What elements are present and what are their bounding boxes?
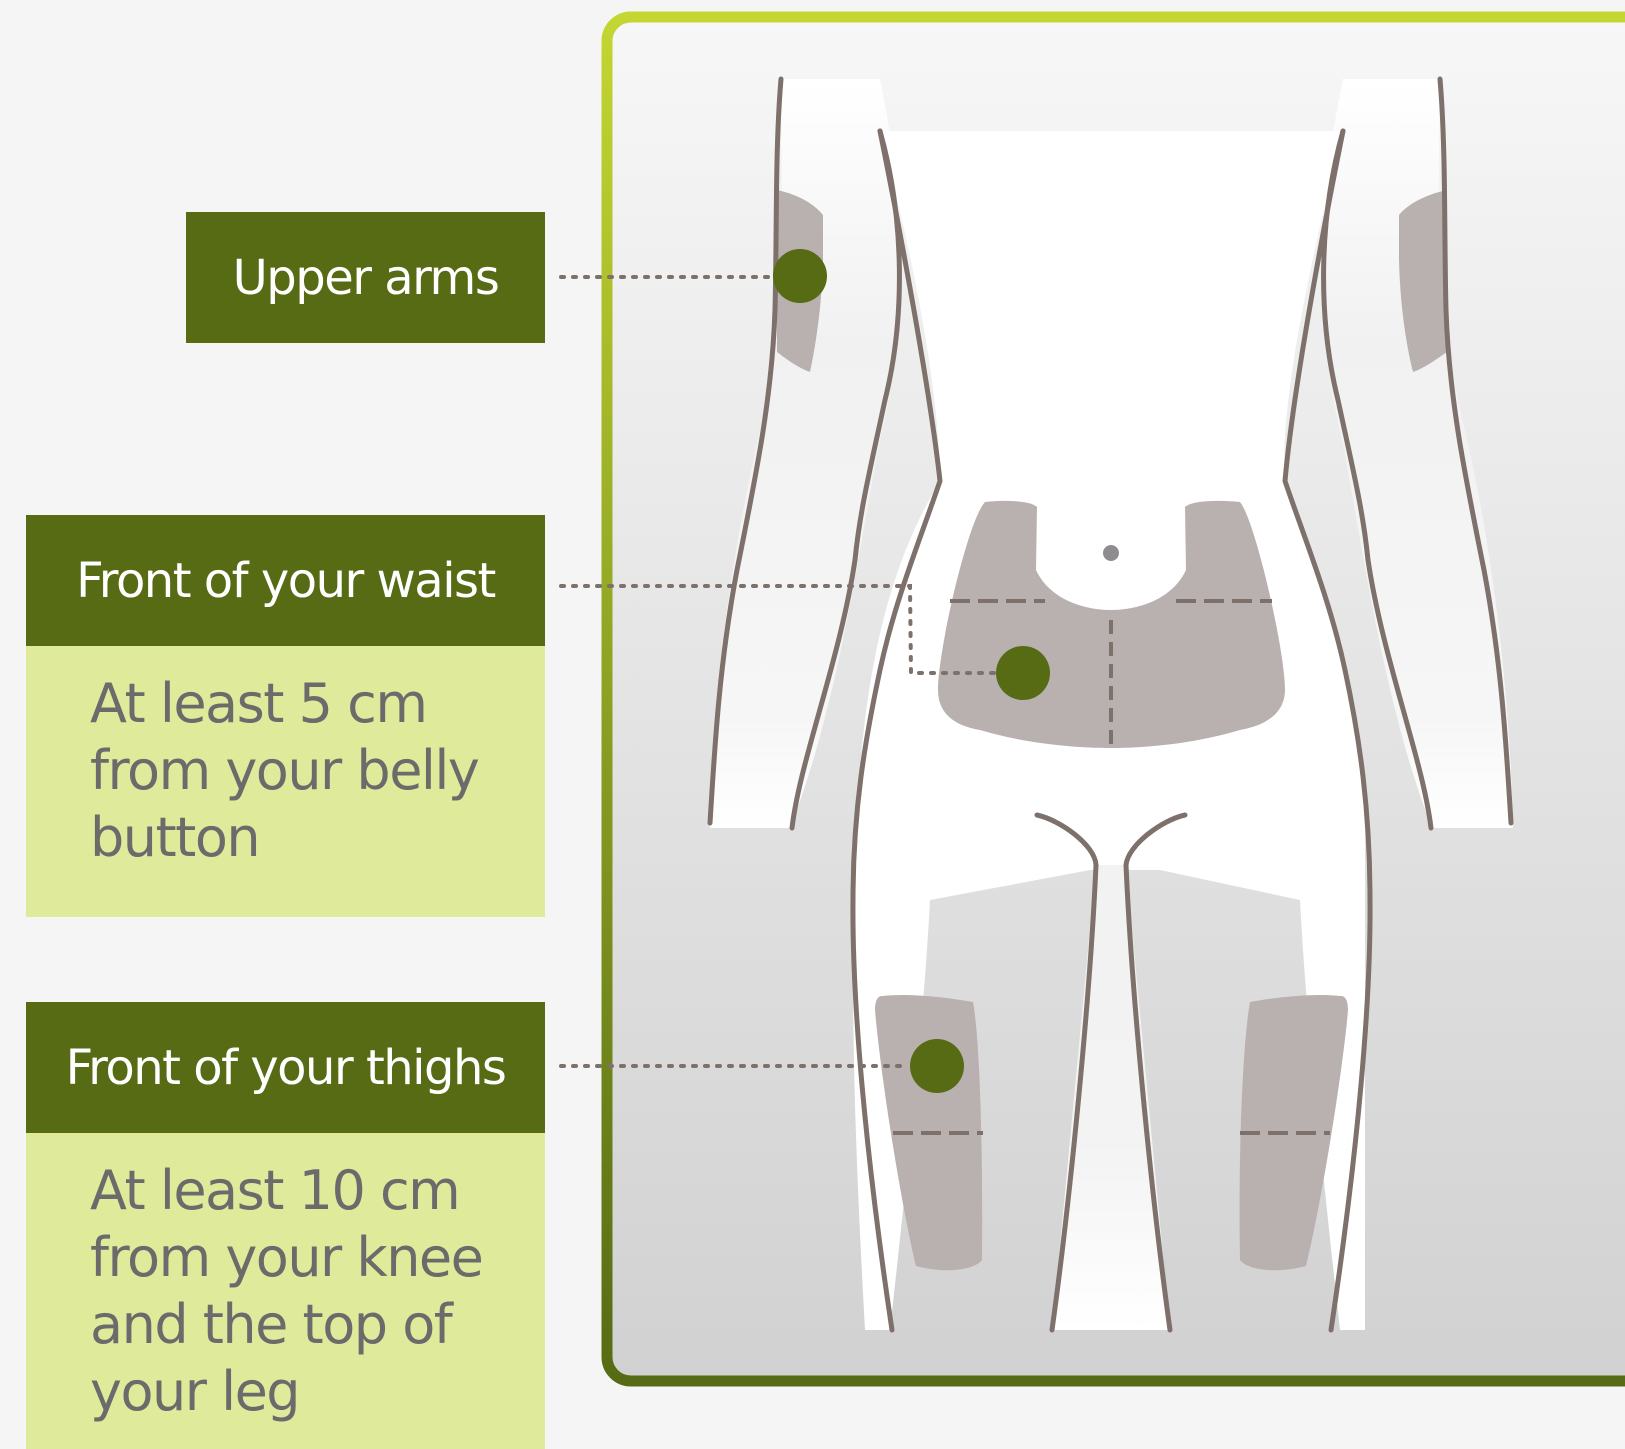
label-thighs-title: Front of your thighs <box>26 1002 545 1133</box>
label-waist-title: Front of your waist <box>26 515 545 646</box>
waist-description-line: At least 5 cm <box>90 670 525 737</box>
marker-waist <box>996 646 1050 700</box>
thighs-description-line: At least 10 cm <box>90 1157 525 1224</box>
waist-description-line: button <box>90 804 525 871</box>
thighs-description-line: from your knee <box>90 1224 525 1291</box>
marker-upper-arm <box>773 249 827 303</box>
label-upper-arms: Upper arms <box>186 212 545 343</box>
belly-button-icon <box>1103 545 1119 561</box>
thighs-description-line: and the top of <box>90 1291 525 1358</box>
marker-thigh <box>910 1039 964 1093</box>
label-thighs-description: At least 10 cm from your knee and the to… <box>26 1133 545 1449</box>
label-waist-description: At least 5 cm from your belly button <box>26 646 545 917</box>
waist-description-line: from your belly <box>90 737 525 804</box>
thighs-description-line: your leg <box>90 1358 525 1425</box>
